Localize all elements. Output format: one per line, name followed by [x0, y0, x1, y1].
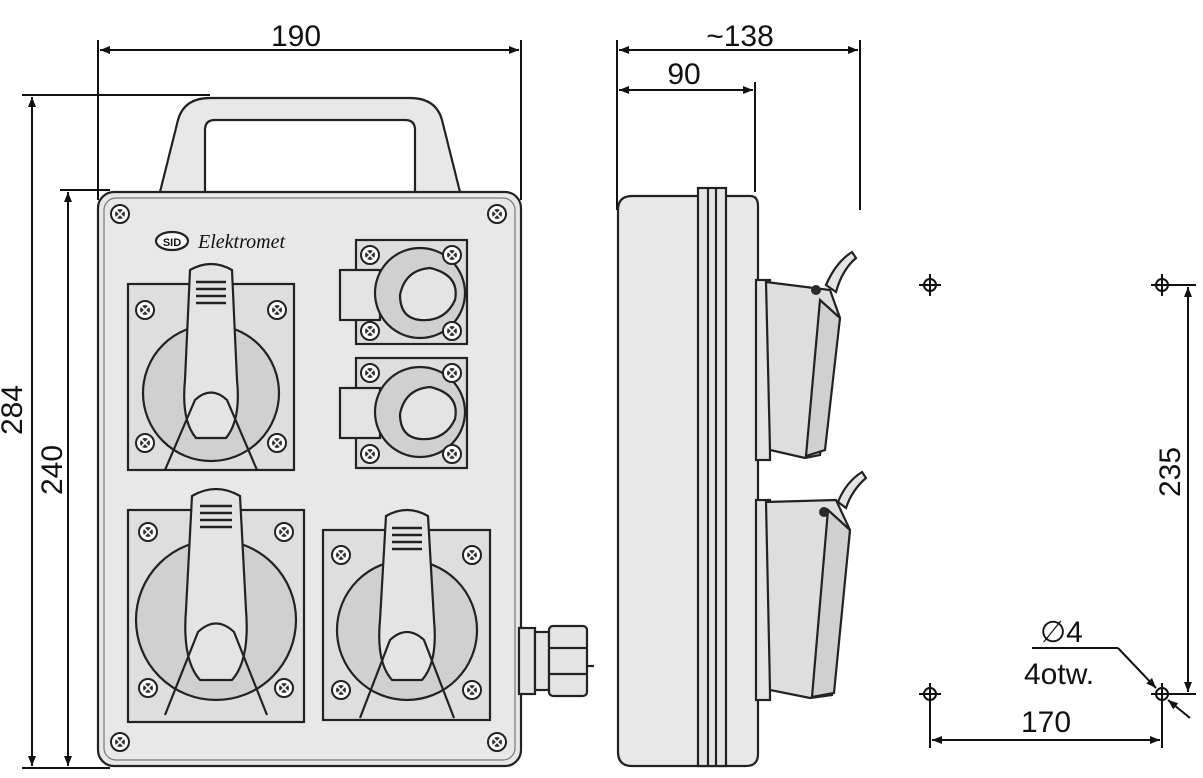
- mounting-pattern: 235 170 ∅4 4otw.: [918, 273, 1196, 748]
- dim-label-depth-total: ~138: [706, 20, 774, 53]
- mount-hole-icon: [1150, 273, 1174, 297]
- dim-label-height: 284: [0, 385, 29, 435]
- handle-opening: [203, 118, 417, 197]
- logo-text: Elektromet: [197, 231, 285, 253]
- dim-label-mount-horizontal: 170: [1021, 706, 1071, 739]
- corner-screw-icon: [487, 732, 507, 752]
- socket-side-bottom: [754, 470, 868, 702]
- enclosure-inner-edge: [103, 197, 516, 761]
- dim-label-width: 190: [271, 20, 321, 53]
- front-view: 190 284 240 SID Elektromet: [0, 20, 594, 769]
- corner-screw-icon: [110, 204, 130, 224]
- logo-badge-icon: [154, 230, 190, 252]
- enclosure-side: [616, 194, 760, 768]
- corner-screw-icon: [110, 732, 130, 752]
- dim-label-depth-body: 90: [667, 58, 700, 91]
- schuko-socket: [338, 238, 469, 346]
- dim-label-body-height: 240: [36, 445, 69, 495]
- hole-diameter-label: ∅4: [1040, 616, 1083, 649]
- socket-side-top: [754, 250, 858, 462]
- mount-hole-icon: [918, 273, 942, 297]
- industrial-socket: [126, 262, 296, 472]
- mount-hole-icon: [918, 682, 942, 706]
- cable-gland: [517, 624, 594, 698]
- corner-screw-icon: [487, 204, 507, 224]
- logo-badge: SID: [163, 237, 181, 249]
- schuko-socket: [338, 356, 469, 470]
- leader-hole: [1117, 647, 1157, 689]
- industrial-socket: [126, 487, 306, 724]
- dim-label-mount-vertical: 235: [1154, 447, 1187, 497]
- hole-count-label: 4otw.: [1024, 658, 1094, 691]
- side-view: ~138 90: [616, 20, 868, 768]
- enclosure-seam: [696, 186, 728, 768]
- industrial-socket: [321, 508, 492, 722]
